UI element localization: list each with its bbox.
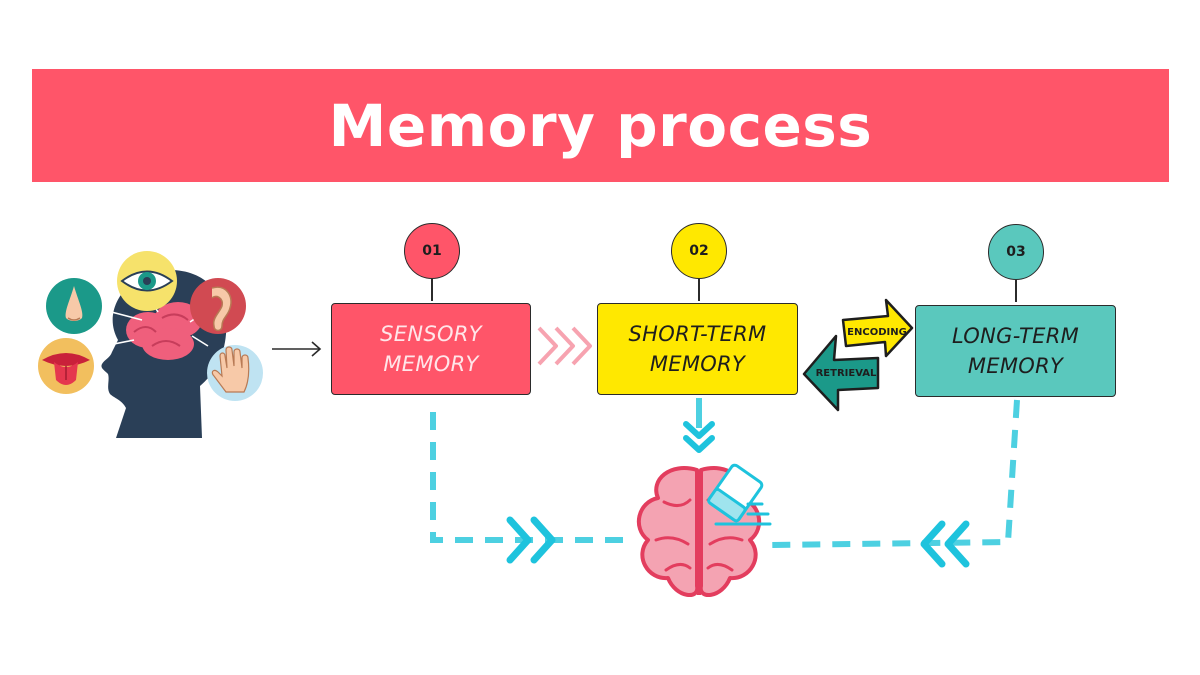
- longterm-to-forgetting-path: [771, 399, 1020, 548]
- long-term-memory-label-line-1: LONG-TERM: [951, 324, 1080, 348]
- short-term-memory-label-line-1: SHORT-TERM: [628, 322, 767, 346]
- step-3-badge: 03: [988, 224, 1044, 280]
- sensory-memory-label: SENSORY MEMORY: [380, 322, 482, 376]
- step-2-connector: [698, 279, 700, 301]
- tongue-icon: [38, 338, 94, 394]
- triple-chevron-icon: [537, 326, 592, 366]
- title-banner: Memory process: [32, 69, 1169, 182]
- double-chevron-right-icon: [506, 516, 556, 564]
- encoding-label: ENCODING: [847, 327, 907, 338]
- sensory-memory-box: SENSORY MEMORY: [331, 303, 531, 395]
- step-1-badge: 01: [404, 223, 460, 279]
- step-2-badge: 02: [671, 223, 727, 279]
- long-term-memory-label-line-2: MEMORY: [967, 354, 1064, 378]
- page-title: Memory process: [328, 91, 873, 160]
- double-chevron-left-icon: [920, 520, 970, 568]
- input-arrow-icon: [272, 341, 322, 357]
- nose-icon: [46, 278, 102, 334]
- brain-with-eraser-icon: [637, 463, 772, 597]
- hand-icon: [207, 345, 263, 401]
- short-term-memory-label-line-2: MEMORY: [649, 352, 746, 376]
- long-term-memory-box: LONG-TERM MEMORY: [915, 305, 1116, 397]
- head-with-senses-icon: [38, 251, 263, 438]
- head-brain-icon: [126, 302, 202, 360]
- step-3-connector: [1015, 280, 1017, 302]
- ear-icon: [190, 278, 246, 334]
- double-chevron-down-icon: [683, 421, 715, 453]
- short-term-memory-box: SHORT-TERM MEMORY: [597, 303, 798, 395]
- retrieval-label: RETRIEVAL: [816, 368, 877, 379]
- step-1-connector: [431, 279, 433, 301]
- retrieval-arrow: RETRIEVAL: [802, 334, 880, 412]
- sensory-to-forgetting-path: [430, 412, 632, 543]
- encoding-arrow: ENCODING: [841, 298, 914, 358]
- eye-icon: [117, 251, 177, 311]
